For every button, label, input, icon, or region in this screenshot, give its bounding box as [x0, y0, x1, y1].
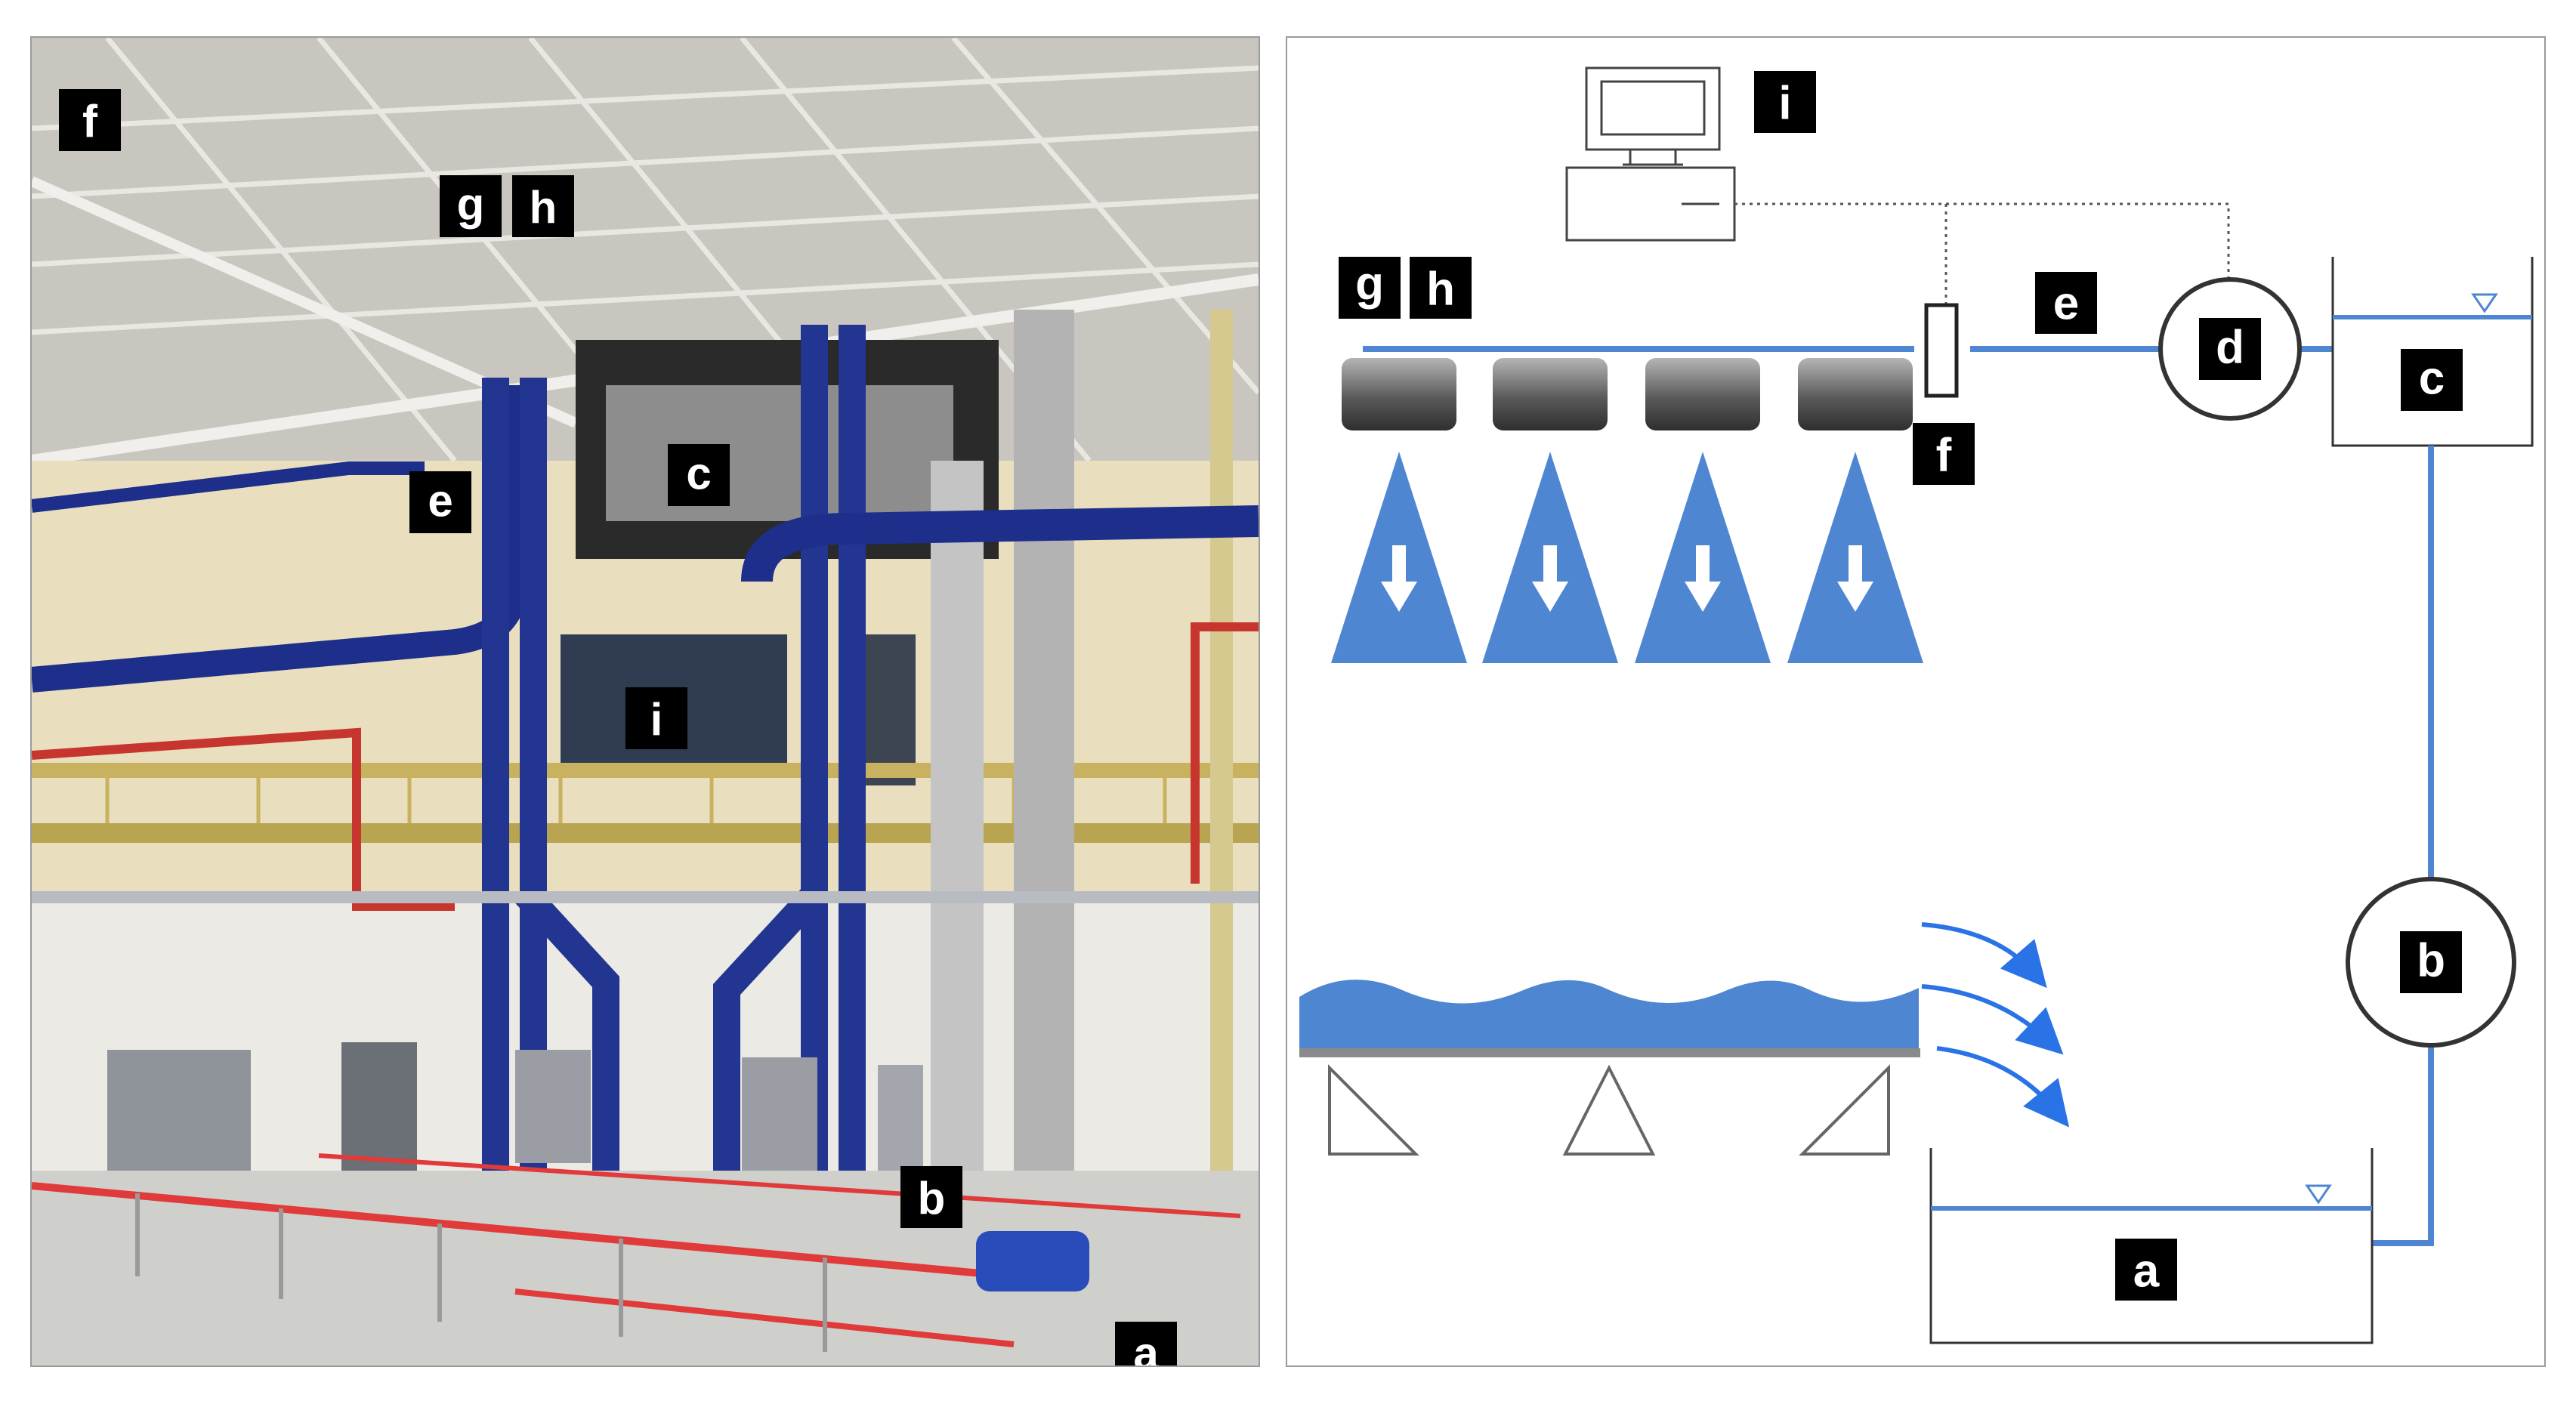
spray-cones	[1331, 452, 1923, 663]
water-level-icon-a	[2305, 1184, 2332, 1205]
photo-label-a: a	[1115, 1322, 1177, 1366]
svg-text:b: b	[2417, 935, 2445, 987]
diagram-label-a: a	[2115, 1239, 2177, 1301]
blue-downpipe-1	[512, 881, 619, 1216]
svg-text:g: g	[457, 179, 485, 230]
door-2	[878, 1065, 923, 1186]
overflow-arrows	[1921, 922, 2070, 1128]
photo-label-g: g	[440, 175, 502, 237]
photo-label-c: c	[668, 444, 730, 506]
svg-text:h: h	[530, 183, 558, 233]
svg-text:e: e	[428, 476, 452, 526]
blue-downpipe-2	[713, 881, 828, 1216]
red-pipe-left	[32, 727, 455, 911]
svg-text:g: g	[1355, 258, 1384, 310]
red-pipe-right	[1191, 622, 1259, 884]
svg-text:i: i	[650, 695, 663, 745]
cabinet-1	[107, 1050, 251, 1178]
svg-text:f: f	[1936, 430, 1952, 482]
svg-text:a: a	[1133, 1328, 1159, 1366]
down-arrow-icon-2	[1532, 545, 1568, 612]
red-barrier-front	[32, 1182, 1015, 1280]
schematic-svg: i f g h e	[1299, 66, 2534, 1344]
photo-label-h: h	[512, 175, 574, 237]
nozzle-4	[1798, 358, 1913, 430]
water-layer	[1299, 980, 1919, 1048]
door-1	[341, 1042, 417, 1178]
svg-text:c: c	[686, 449, 711, 499]
facility-photo-illustration: f g h e c i b a	[32, 38, 1259, 1366]
support-right	[1799, 1064, 1890, 1156]
test-table	[1299, 1048, 1920, 1057]
down-arrow-icon-3	[1685, 545, 1721, 612]
overflow-arrow-icon-1	[1921, 922, 2047, 989]
diagram-label-d: d	[2199, 318, 2261, 380]
blue-riser-1	[482, 378, 509, 1246]
down-arrow-icon-1	[1381, 545, 1417, 612]
diagram-label-c: c	[2401, 349, 2463, 411]
pump-b-photo	[976, 1231, 1089, 1291]
steel-column	[1210, 310, 1233, 1216]
diagram-label-f: f	[1913, 423, 1975, 485]
grey-duct-2	[1014, 310, 1074, 1314]
photo-label-b: b	[900, 1166, 962, 1228]
svg-text:b: b	[918, 1174, 946, 1224]
overflow-arrow-icon-3	[1936, 1046, 2070, 1128]
spray-down-arrows	[1381, 545, 1873, 612]
flowmeter-f	[1924, 303, 1959, 398]
nozzle-1	[1342, 358, 1456, 430]
overhead-tank	[606, 385, 953, 521]
diagram-label-e: e	[2035, 272, 2097, 334]
system-schematic: i f g h e	[1286, 36, 2546, 1367]
diagram-label-g: g	[1339, 257, 1401, 319]
cabinet-3	[742, 1057, 817, 1171]
svg-text:i: i	[1778, 78, 1791, 130]
photo-label-i: i	[625, 687, 687, 749]
barrier-posts	[135, 1193, 827, 1352]
nozzle-2	[1493, 358, 1608, 430]
facility-photo: f g h e c i b a	[30, 36, 1260, 1367]
support-middle	[1562, 1064, 1656, 1156]
red-barrier-back	[318, 1153, 1241, 1218]
walkway-rail-top	[32, 763, 1259, 778]
blue-header-pipe	[741, 505, 1259, 583]
svg-text:h: h	[1426, 264, 1455, 316]
overflow-arrow-icon-2	[1921, 984, 2064, 1055]
support-left	[1328, 1064, 1419, 1156]
diagram-label-i: i	[1754, 71, 1816, 133]
red-barrier-side	[514, 1288, 1015, 1347]
svg-text:e: e	[2053, 278, 2079, 330]
walkway-deck	[32, 823, 1259, 843]
grey-horizontal-pipe	[32, 891, 1259, 903]
svg-text:d: d	[2216, 322, 2244, 374]
diagram-label-b: b	[2400, 931, 2462, 993]
nozzle-row	[1342, 358, 1913, 430]
computer-icon	[1565, 66, 1736, 242]
blue-pipe-upper	[32, 461, 425, 513]
signal-lines	[1734, 202, 2230, 305]
water-level-icon-c	[2471, 293, 2498, 313]
diagram-label-h: h	[1410, 257, 1472, 319]
photo-label-e: e	[409, 471, 471, 533]
table-supports	[1328, 1064, 1890, 1156]
tank-a	[1929, 1148, 2374, 1344]
photo-label-f: f	[59, 89, 121, 151]
svg-text:f: f	[82, 97, 98, 147]
svg-text:a: a	[2133, 1245, 2160, 1298]
cabinet-2	[515, 1050, 591, 1163]
nozzle-3	[1645, 358, 1760, 430]
down-arrow-icon-4	[1837, 545, 1873, 612]
blue-riser-4	[839, 325, 866, 1254]
svg-text:c: c	[2419, 353, 2445, 405]
